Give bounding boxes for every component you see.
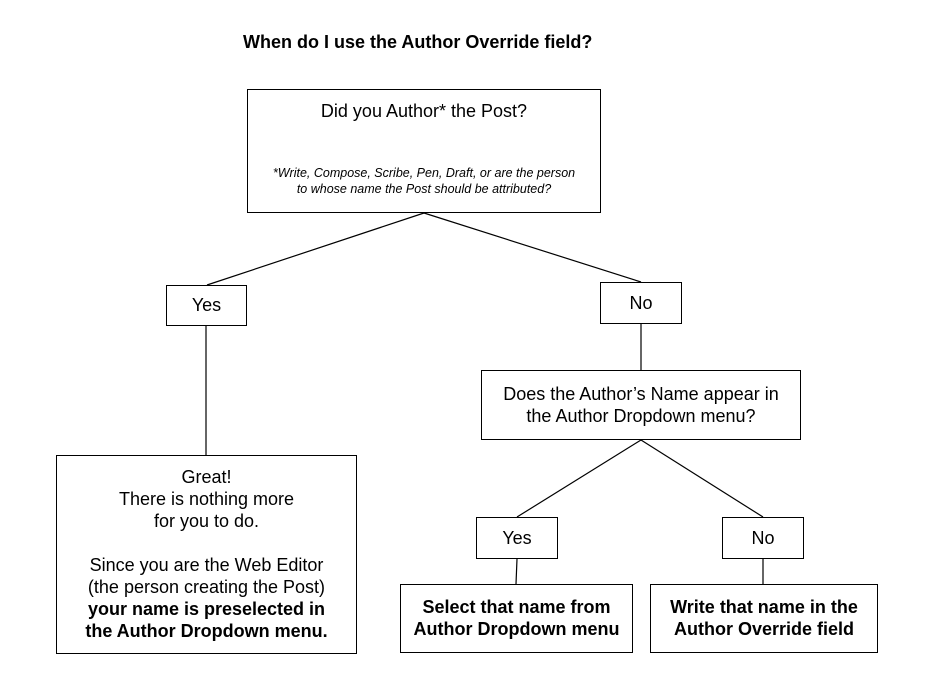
result-line-3: for you to do. [153, 511, 260, 531]
diagram-title: When do I use the Author Override field? [243, 32, 593, 52]
connector-question-to-no [640, 439, 764, 518]
write-line-2: Author Override field [673, 619, 855, 639]
question-line-1: Does the Author’s Name appear in [503, 384, 779, 404]
result-line-1: Great! [181, 467, 232, 487]
footnote-line-1: *Write, Compose, Scribe, Pen, Draft, or … [272, 166, 576, 180]
connector-root-to-no [423, 212, 642, 283]
footnote-line-2: to whose name the Post should be attribu… [296, 182, 552, 196]
write-name-result-box: Write that name in the Author Override f… [650, 584, 878, 653]
connector-yes2-to-select [515, 558, 518, 585]
result-bold-line-1: your name is preselected in [87, 599, 326, 619]
select-line-1: Select that name from [422, 597, 611, 617]
write-line-1: Write that name in the [670, 597, 858, 617]
root-question-text: Did you Author* the Post? [320, 101, 528, 121]
root-footnote: *Write, Compose, Scribe, Pen, Draft, or … [254, 165, 594, 197]
author-dropdown-question-box: Does the Author’s Name appear in the Aut… [481, 370, 801, 440]
spacer [57, 532, 356, 554]
result-bold-line-2: the Author Dropdown menu. [85, 621, 328, 641]
no-node: No [600, 282, 682, 324]
sub-yes-node: Yes [476, 517, 558, 559]
question-line-2: the Author Dropdown menu? [526, 406, 756, 426]
root-question-box: Did you Author* the Post? *Write, Compos… [247, 89, 601, 213]
connector-question-to-yes [516, 439, 642, 518]
nothing-more-result-box: Great! There is nothing more for you to … [56, 455, 357, 654]
connector-root-to-yes [206, 212, 425, 286]
yes-node: Yes [166, 285, 247, 326]
result-line-2: There is nothing more [118, 489, 295, 509]
result-line-5: (the person creating the Post) [87, 577, 326, 597]
select-name-result-box: Select that name from Author Dropdown me… [400, 584, 633, 653]
sub-no-node: No [722, 517, 804, 559]
select-line-2: Author Dropdown menu [413, 619, 620, 639]
result-line-4: Since you are the Web Editor [89, 555, 324, 575]
